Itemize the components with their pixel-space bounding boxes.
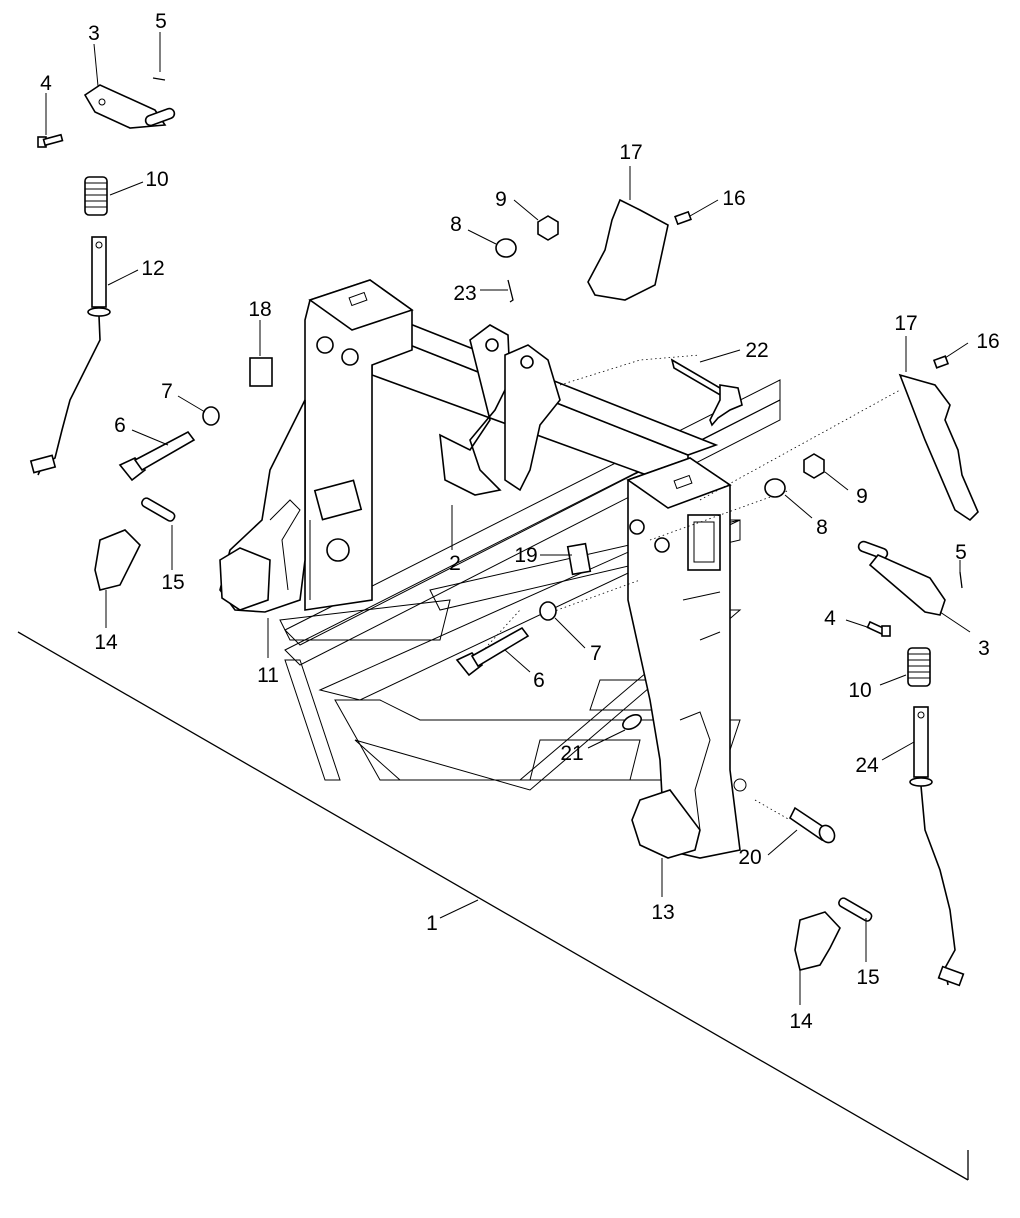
bolt-right	[866, 620, 891, 637]
nut-top	[537, 215, 559, 241]
callout-20: 20	[738, 846, 761, 869]
alignment-lines	[469, 354, 901, 821]
callout-1: 1	[426, 912, 438, 935]
latch-plate-left	[83, 84, 176, 129]
pin-20	[788, 806, 836, 844]
callout-6: 6	[533, 669, 545, 692]
spring-left	[84, 176, 108, 216]
callout-9: 9	[856, 485, 868, 508]
hex-bolt-right	[455, 626, 530, 677]
callout-10: 10	[145, 168, 168, 191]
callout-6: 6	[114, 414, 126, 437]
callout-21: 21	[560, 742, 583, 765]
callout-5: 5	[155, 10, 167, 33]
screw-top	[674, 210, 692, 226]
callout-14: 14	[94, 631, 118, 654]
callout-8: 8	[450, 213, 462, 236]
callout-17: 17	[619, 141, 642, 164]
guard-plate-right	[898, 373, 979, 522]
leader-lines	[45, 32, 971, 1005]
washer-top	[495, 238, 517, 258]
callout-5: 5	[955, 541, 967, 564]
callout-10: 10	[848, 679, 871, 702]
callout-7: 7	[161, 380, 173, 403]
hitch-pin-22	[670, 358, 743, 427]
callout-17: 17	[894, 312, 917, 335]
callout-24: 24	[855, 754, 879, 777]
latch-block-right	[794, 911, 841, 971]
quick-hitch-frame	[219, 279, 747, 859]
callout-23: 23	[453, 282, 476, 305]
latch-block-left	[94, 529, 141, 591]
callout-2: 2	[449, 552, 461, 575]
callout-4: 4	[824, 607, 836, 630]
washer-right	[764, 478, 786, 498]
cotter-pin	[507, 279, 514, 303]
callout-4: 4	[40, 72, 52, 95]
roll-pin-left	[141, 497, 176, 522]
callout-labels: 3 5 4 10 12 7 6 18 15 14 11 2 9 8 23 17 …	[40, 10, 1000, 1033]
callout-15: 15	[161, 571, 184, 594]
callout-12: 12	[141, 257, 164, 280]
callout-13: 13	[651, 901, 674, 924]
frame-baseline	[17, 631, 969, 1181]
callout-22: 22	[745, 339, 768, 362]
nut-right	[803, 453, 825, 479]
bolt-left	[37, 133, 64, 148]
callout-15: 15	[856, 966, 879, 989]
callout-3: 3	[88, 22, 100, 45]
pin-right	[959, 571, 963, 589]
clip-21	[622, 713, 642, 731]
callout-3: 3	[978, 637, 990, 660]
guard-plate-top	[587, 198, 669, 301]
decal-right	[566, 542, 592, 576]
release-rod-right	[909, 706, 965, 987]
callout-7: 7	[590, 642, 602, 665]
latch-plate-right	[857, 540, 946, 616]
callout-8: 8	[816, 516, 828, 539]
release-rod-left	[29, 236, 111, 476]
roll-pin-right	[838, 897, 873, 922]
callout-16: 16	[976, 330, 999, 353]
screw-right	[932, 355, 950, 369]
spring-right	[907, 647, 931, 687]
callout-19: 19	[514, 544, 537, 567]
hex-bolt-left	[118, 430, 196, 482]
callout-16: 16	[722, 187, 745, 210]
callout-9: 9	[495, 188, 507, 211]
callout-11: 11	[257, 664, 279, 687]
washer-mid	[539, 601, 557, 621]
callout-18: 18	[248, 298, 271, 321]
pin-left	[152, 77, 166, 81]
callout-14: 14	[789, 1010, 813, 1033]
decal-left	[249, 357, 273, 387]
washer-left	[202, 406, 220, 426]
